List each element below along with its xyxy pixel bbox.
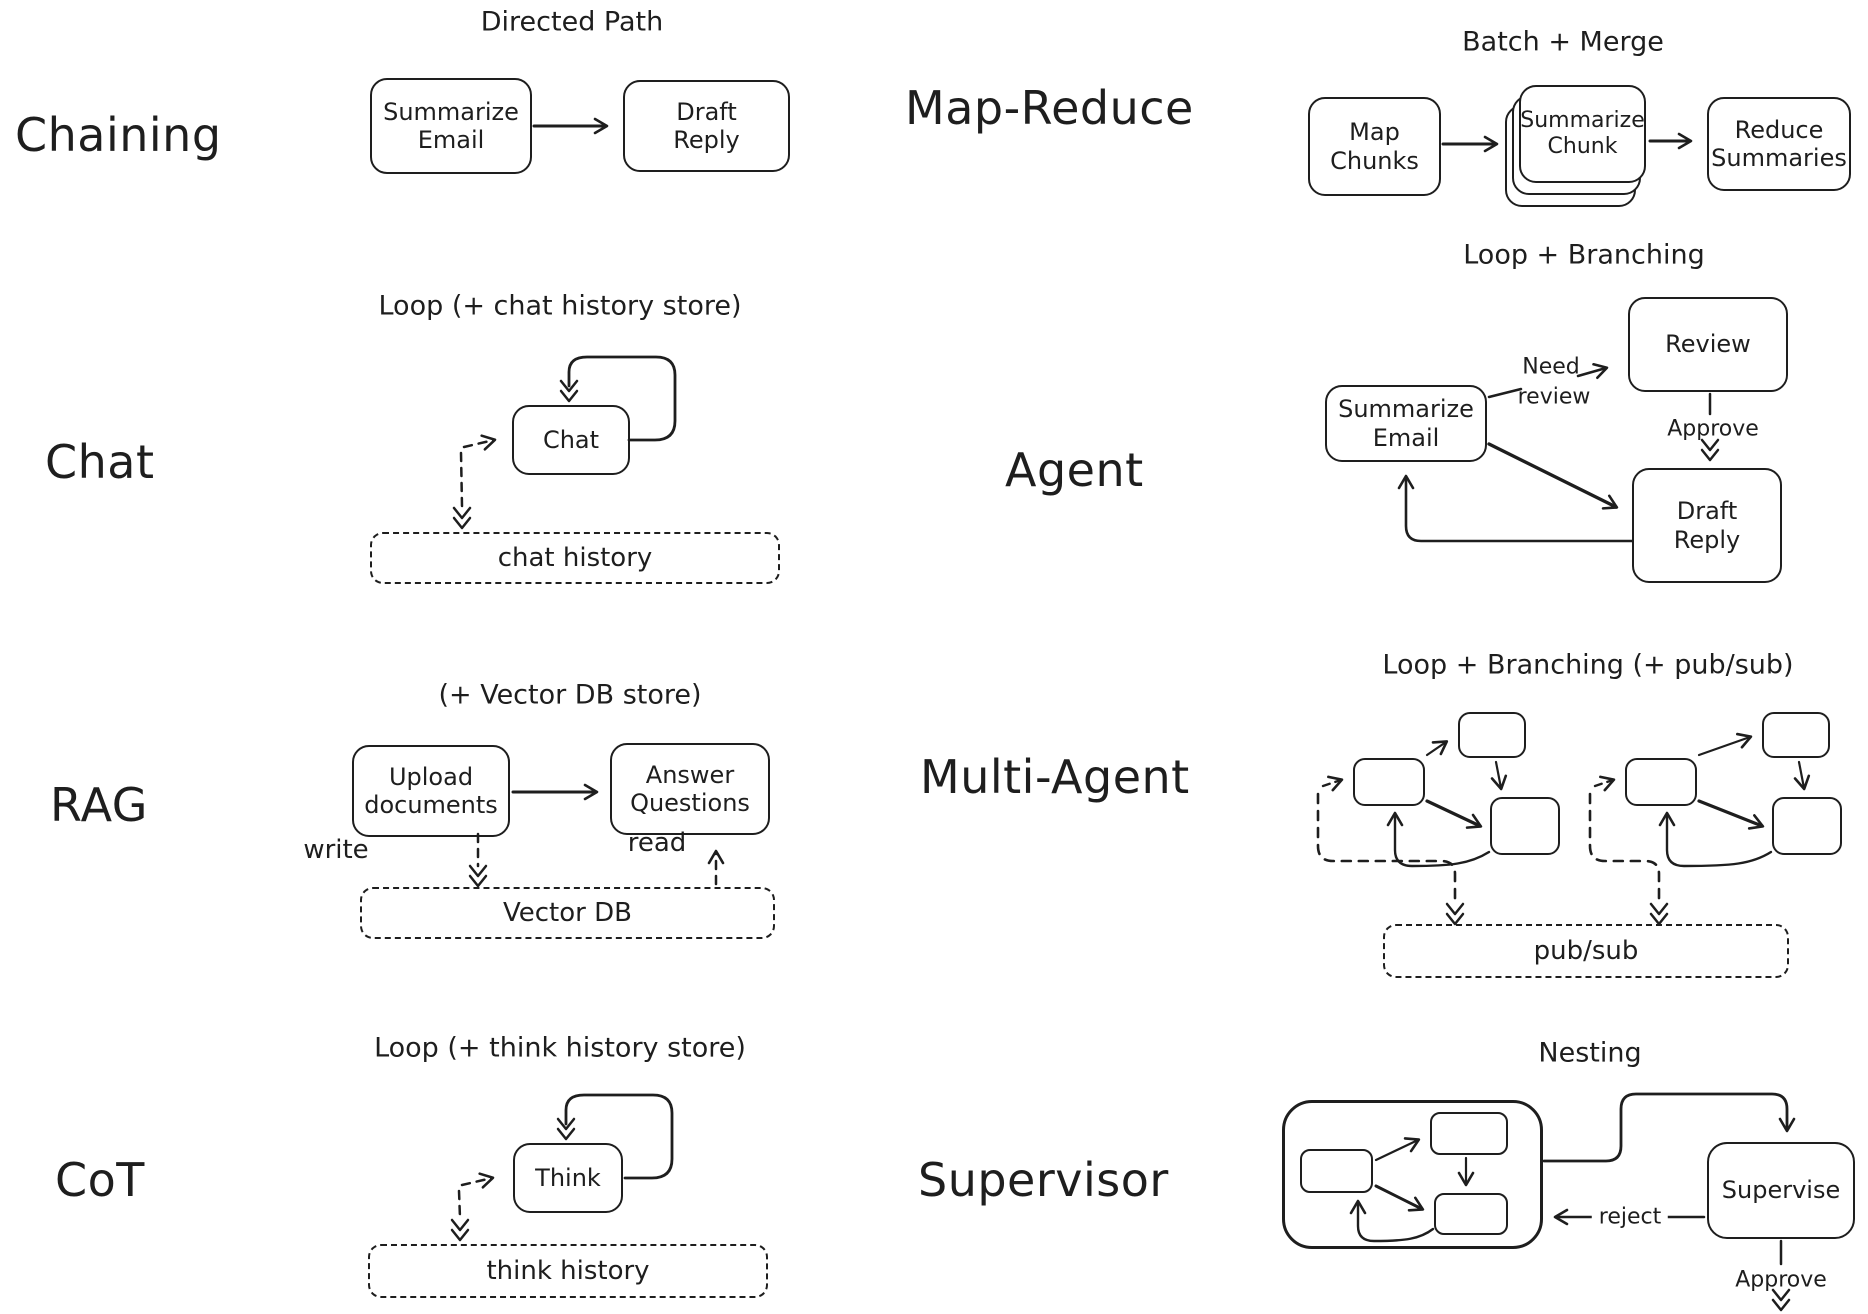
section-label-cot: CoT [55,1153,145,1207]
section-label-agent: Agent [1005,443,1144,497]
edge-label-reject: reject [1591,1203,1669,1231]
multi-agent-2-main-arrow [1697,799,1765,830]
multi-agent-1-store-arrowhead [1445,912,1465,926]
agent-draft-arrow [1487,442,1619,510]
diagram-title-batch-merge: Batch + Merge [1462,26,1664,58]
chat-loop-arrowhead [559,379,579,393]
node-think: Think [513,1143,623,1213]
cot-store-arrowhead [450,1228,470,1242]
supervisor-inner-node-c [1434,1193,1508,1235]
store-vector-db: Vector DB [360,887,775,939]
diagram-title-chat-loop: Loop (+ chat history store) [378,290,742,322]
multi-agent-1-node-c [1490,797,1560,855]
cot-store-arrowhead [450,1218,470,1232]
edge-label-write: write [303,835,369,865]
agent-need-review-line [1487,387,1523,399]
multi-agent-1-in-arrow [1321,775,1344,792]
agent-loopback-arrow [1397,474,1634,543]
section-label-chaining: Chaining [15,108,222,162]
edge-label-need: Need [1522,354,1580,380]
multi-agent-1-store-line [1316,792,1457,904]
section-label-rag: RAG [50,778,148,832]
node-agent-draft-reply: Draft Reply [1632,468,1782,583]
section-label-supervisor: Supervisor [918,1153,1169,1207]
multi-agent-2-node-a [1625,758,1697,806]
diagram-title-loop-branching: Loop + Branching [1463,239,1705,271]
chat-loop-arrowhead [559,389,579,403]
node-draft-reply: Draft Reply [623,80,790,172]
chat-store-down-line [459,451,464,508]
multi-agent-1-loopback-arrow [1386,811,1491,868]
node-answer-questions: Answer Questions [610,743,770,835]
edge-label-review: review [1517,384,1591,410]
multi-agent-1-node-a [1353,758,1425,806]
store-think-history: think history [368,1244,768,1298]
multi-agent-2-down-arrow [1793,760,1811,791]
node-upload-documents: Upload documents [352,745,510,837]
node-agent-summarize-email: Summarize Email [1325,385,1487,462]
multi-agent-2-store-line [1588,792,1661,904]
supervisor-approve-arrowhead [1771,1298,1791,1312]
multi-agent-1-main-arrow [1425,799,1483,829]
supervisor-inner-node-b [1430,1112,1508,1155]
multi-agent-1-store-arrowhead [1445,902,1465,916]
edge-label-supervisor-approve: Approve [1735,1267,1827,1293]
multi-agent-2-node-b [1762,712,1830,758]
store-pub-sub: pub/sub [1383,924,1789,978]
cot-loop-arrowhead [556,1127,576,1141]
multi-agent-2-branch-arrow [1697,732,1753,757]
node-summarize-chunk: Summarize Chunk [1519,85,1646,183]
node-supervise: Supervise [1707,1142,1855,1239]
node-reduce-summaries: Reduce Summaries [1707,97,1851,191]
agent-approve-arrowhead [1700,438,1720,452]
multi-agent-2-store-arrowhead [1649,902,1669,916]
multi-agent-2-in-arrow [1593,775,1616,792]
agent-approve-arrowhead [1700,448,1720,462]
diagram-title-nesting: Nesting [1538,1037,1642,1069]
section-label-map-reduce: Map-Reduce [905,81,1194,135]
diagram-title-directed-path: Directed Path [480,6,664,38]
rag-write-arrowhead [468,864,488,878]
diagram-title-vector-db-store: (+ Vector DB store) [438,679,702,711]
node-review: Review [1628,297,1788,392]
cot-store-down-line [457,1189,462,1220]
cot-store-in-arrow [460,1172,495,1189]
chat-store-in-arrow [462,434,497,451]
chat-store-arrowhead [452,516,472,530]
cot-loop-arrowhead [556,1117,576,1131]
node-map-chunks: Map Chunks [1308,97,1441,196]
multi-agent-1-down-arrow [1490,760,1508,791]
edge-label-approve: Approve [1667,416,1759,442]
multi-agent-2-node-c [1772,797,1842,855]
edge-label-read: read [627,828,687,858]
diagram-title-think-loop: Loop (+ think history store) [374,1032,746,1064]
rag-write-arrowhead [468,874,488,888]
section-label-multi-agent: Multi-Agent [920,750,1190,804]
agent-need-review-arrow [1576,362,1609,380]
diagram-title-loop-branching-pubsub: Loop + Branching (+ pub/sub) [1382,649,1794,681]
section-label-chat: Chat [45,435,155,489]
supervisor-nested-container [1282,1100,1543,1249]
node-summarize-email: Summarize Email [370,78,532,174]
multi-agent-2-loopback-arrow [1658,811,1773,868]
multi-agent-1-branch-arrow [1425,740,1449,757]
supervisor-inner-node-a [1300,1149,1373,1193]
chat-store-arrowhead [452,506,472,520]
multi-agent-1-node-b [1458,712,1526,758]
multi-agent-2-store-arrowhead [1649,912,1669,926]
store-chat-history: chat history [370,532,780,584]
node-chat: Chat [512,405,630,475]
